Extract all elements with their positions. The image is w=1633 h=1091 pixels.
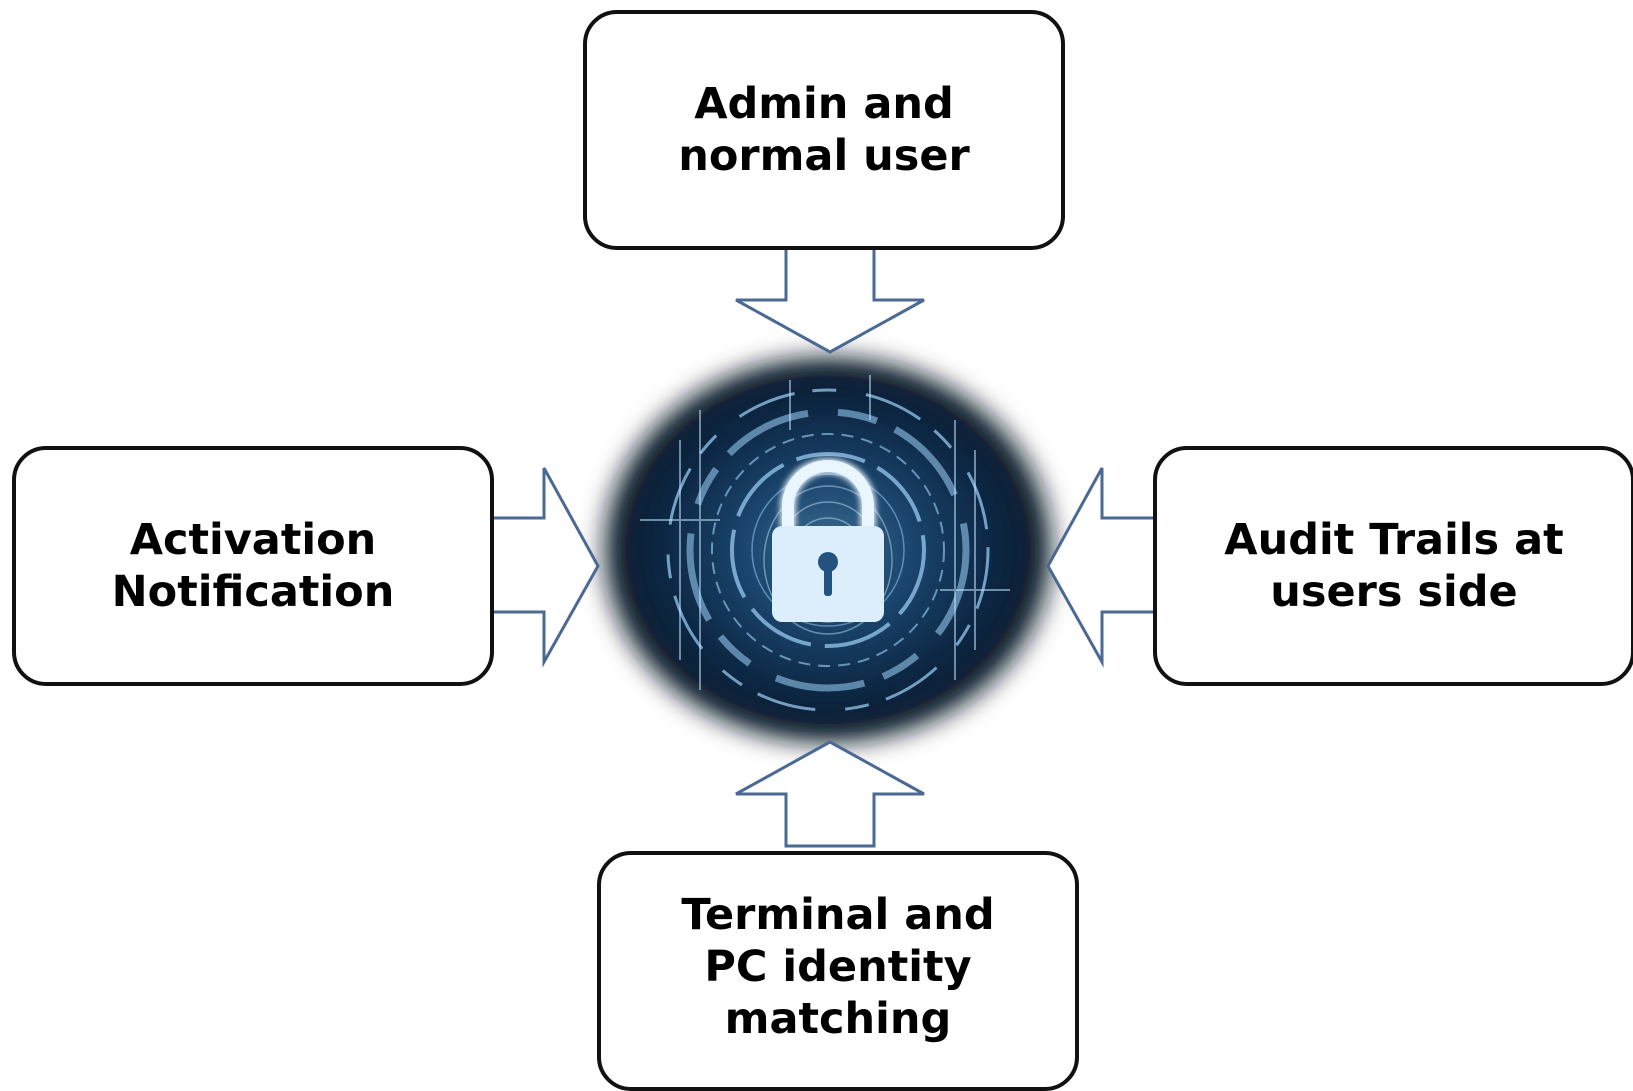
arrow-from-right bbox=[1046, 467, 1158, 668]
security-emblem bbox=[592, 346, 1064, 754]
node-label-line: matching bbox=[724, 994, 952, 1044]
node-label: Audit Trails at users side bbox=[1224, 514, 1563, 618]
node-label-line: Terminal and bbox=[681, 890, 995, 940]
node-audit-trails: Audit Trails at users side bbox=[1153, 446, 1633, 686]
node-label-line: Admin and bbox=[694, 79, 954, 129]
node-admin-and-normal-user: Admin and normal user bbox=[583, 10, 1065, 250]
node-label-line: Notification bbox=[111, 567, 395, 617]
padlock-icon bbox=[772, 458, 884, 622]
node-terminal-pc-identity: Terminal and PC identity matching bbox=[597, 851, 1079, 1091]
arrow-from-left bbox=[488, 467, 600, 668]
node-label: Terminal and PC identity matching bbox=[681, 889, 994, 1045]
node-label-line: normal user bbox=[678, 131, 970, 181]
node-label: Activation Notification bbox=[112, 514, 395, 618]
node-label-line: Activation bbox=[129, 515, 377, 565]
arrow-from-bottom bbox=[735, 740, 925, 848]
node-label-line: users side bbox=[1270, 567, 1518, 617]
node-label-line: PC identity bbox=[704, 942, 972, 992]
data-streaks bbox=[640, 375, 1010, 690]
node-label: Admin and normal user bbox=[678, 78, 969, 182]
tech-rings bbox=[666, 388, 990, 712]
node-activation-notification: Activation Notification bbox=[12, 446, 494, 686]
node-label-line: Audit Trails at bbox=[1224, 515, 1564, 565]
arrow-from-top bbox=[735, 246, 925, 354]
